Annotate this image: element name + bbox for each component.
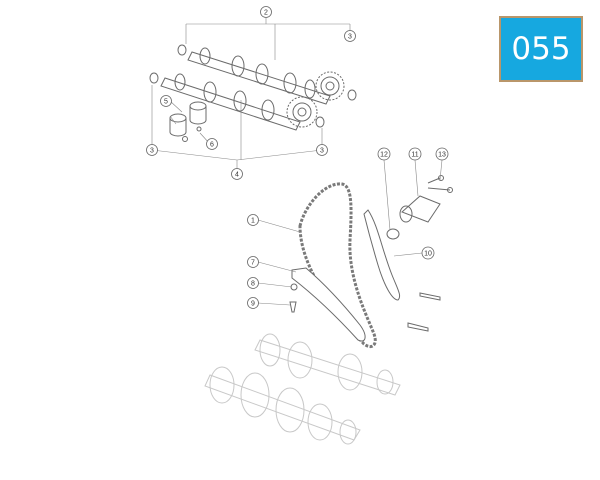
- callout-label: 10: [424, 251, 432, 258]
- seal-ring: [315, 116, 325, 128]
- seal-ring: [177, 44, 187, 56]
- callout-label: 3: [348, 34, 352, 41]
- callout-7: 7: [247, 256, 259, 268]
- crankshaft: [204, 366, 361, 445]
- diagram-code-badge: 055: [499, 16, 583, 82]
- callout-3: 3: [344, 30, 356, 42]
- callout-5: 5: [160, 95, 172, 107]
- callout-3: 3: [316, 144, 328, 156]
- seal-ring: [149, 72, 159, 84]
- callout-12: 12: [377, 147, 391, 161]
- dowel-pin: [407, 322, 429, 332]
- callout-label: 7: [251, 260, 255, 267]
- bolt: [427, 177, 451, 191]
- chain-guide: [363, 209, 401, 301]
- callout-label: 1: [251, 218, 255, 225]
- badge-code: 055: [511, 31, 571, 67]
- tappet: [189, 101, 207, 125]
- chain-tensioner: [386, 195, 441, 240]
- leader-lines: [151, 18, 443, 306]
- shim: [196, 126, 202, 132]
- callout-9: 9: [247, 297, 259, 309]
- callout-label: 13: [438, 152, 446, 159]
- lower-camshaft: [160, 73, 318, 131]
- callout-1: 1: [247, 214, 259, 226]
- callout-label: 3: [150, 148, 154, 155]
- callout-3: 3: [146, 144, 158, 156]
- balance-shaft: [254, 333, 401, 396]
- shim: [182, 136, 188, 142]
- callout-label: 3: [320, 148, 324, 155]
- callout-13: 13: [435, 147, 449, 161]
- callout-3: 3: [181, 31, 192, 42]
- callout-6: 6: [206, 138, 218, 150]
- callout-label: 5: [164, 99, 168, 106]
- callout-2: 2: [260, 6, 272, 18]
- pin: [289, 301, 297, 313]
- callout-label: 2: [264, 10, 268, 17]
- callout-label: 8: [251, 281, 255, 288]
- callout-label: 11: [411, 152, 418, 159]
- bolt-head: [447, 187, 453, 193]
- callout-11: 11: [408, 147, 422, 161]
- tensioner-rail: [291, 267, 366, 342]
- timing-chain: [298, 182, 377, 349]
- bolt-head: [438, 175, 444, 181]
- callout-10: 10: [421, 246, 435, 260]
- dowel-pin: [419, 292, 441, 301]
- callout-label: 6: [210, 142, 214, 149]
- seal-ring: [347, 89, 357, 101]
- callout-8: 8: [247, 277, 259, 289]
- callout-label: 9: [251, 301, 255, 308]
- tappet: [169, 113, 187, 137]
- callout-label: 12: [380, 152, 388, 159]
- callout-4: 4: [231, 168, 243, 180]
- callout-label: 4: [235, 172, 239, 179]
- upper-camshaft: [187, 47, 345, 105]
